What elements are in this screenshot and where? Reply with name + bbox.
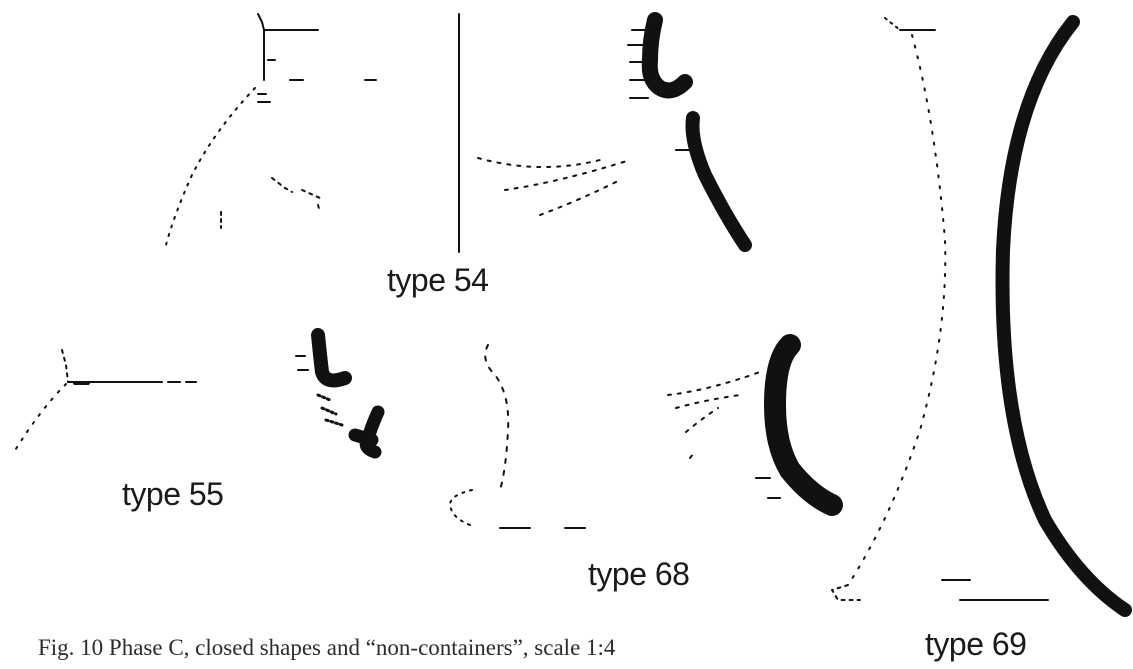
type-68-drawing — [449, 334, 843, 529]
type-54-drawing — [165, 13, 460, 253]
type-55-label: type 55 — [122, 476, 224, 512]
type-55-drawing — [13, 328, 385, 459]
type-69-rim-dots — [884, 17, 901, 31]
type-69-base — [831, 584, 861, 601]
type-54-rim-outline — [257, 13, 319, 31]
type-55-section-right — [348, 405, 385, 459]
type-55-section-left — [311, 328, 352, 388]
type-68-base — [449, 489, 473, 526]
type-55-top-ticks — [295, 355, 309, 371]
type-55-stipple — [316, 393, 344, 427]
type-69-base-lines — [941, 579, 1049, 601]
type-54-section-lower — [685, 111, 752, 252]
type-68-section — [764, 334, 843, 516]
type-54-section-upper — [641, 12, 693, 99]
type-55-outer-profile — [13, 383, 67, 453]
figure-caption: Fig. 10 Phase C, closed shapes and “non-… — [38, 635, 616, 660]
type-68-outer-profile — [484, 344, 510, 491]
type-55-rim-top — [61, 349, 69, 383]
type-54-inner-marks — [271, 177, 321, 213]
type-69-section — [995, 15, 1132, 617]
type-68-dotted-lines — [667, 371, 761, 459]
type-69-label: type 69 — [925, 626, 1027, 662]
type-68-ticks — [755, 477, 781, 499]
type-54-sections — [477, 12, 752, 252]
type-54-outer-profile — [165, 87, 256, 246]
type-69-drawing — [831, 15, 1132, 617]
type-54-dotted-lines — [477, 157, 631, 216]
type-54-rim-ticks — [257, 59, 377, 103]
type-54-section-ticks — [627, 29, 693, 151]
type-68-label: type 68 — [588, 556, 690, 592]
type-69-outer-profile — [847, 34, 947, 586]
type-54-label: type 54 — [387, 262, 489, 298]
